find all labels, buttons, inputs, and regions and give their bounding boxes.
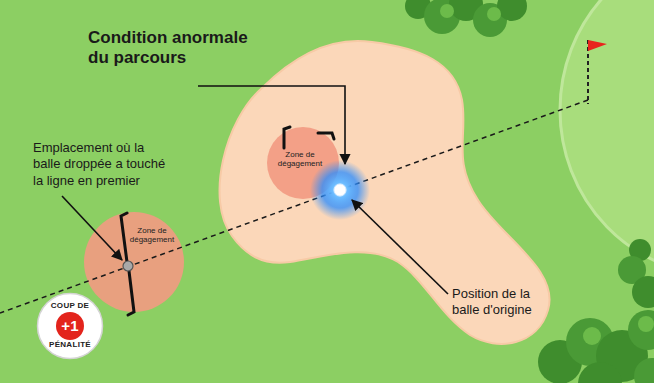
relief-zone: Zone de dégagement	[84, 212, 184, 312]
badge-caption: COUP DE	[51, 302, 89, 311]
badge-core	[56, 312, 84, 340]
zone-circle	[84, 212, 184, 312]
club-lengths	[121, 127, 334, 315]
text-holder: COUP DE+1PÉNALITÉ	[36, 292, 104, 360]
callout-text: Position de la balle d'origine	[452, 286, 552, 319]
callout-text: Emplacement où la balle droppée a touché…	[33, 140, 173, 189]
zone-label: Zone de dégagement	[129, 227, 175, 245]
penalty-badge: COUP DE+1PÉNALITÉ	[36, 292, 104, 360]
flag	[588, 40, 607, 104]
leader-lines	[62, 86, 448, 294]
label-holder: Position de la balle d'origine	[452, 286, 552, 319]
line-of-sight	[0, 100, 588, 313]
original-ball	[334, 184, 346, 196]
relief-zone: Zone de dégagement	[267, 127, 339, 199]
text-holder: Zone de dégagement	[129, 227, 175, 245]
label-holder: Condition anormale du parcours	[88, 28, 260, 69]
callout-title: Condition anormale du parcours	[88, 28, 260, 69]
text-holder: Zone de dégagement	[277, 151, 323, 169]
putting-green	[560, 0, 654, 275]
penalty-value: +1	[61, 312, 79, 340]
zone-disc	[267, 127, 339, 199]
trees	[405, 0, 654, 383]
label-holder: Emplacement où la balle droppée a touché…	[33, 140, 173, 189]
drop-point	[123, 261, 133, 271]
badge-caption: PÉNALITÉ	[49, 341, 91, 350]
zone-disc	[84, 212, 184, 312]
badge-disc	[38, 294, 103, 359]
zone-label: Zone de dégagement	[277, 151, 323, 169]
ball-glow	[310, 160, 370, 220]
